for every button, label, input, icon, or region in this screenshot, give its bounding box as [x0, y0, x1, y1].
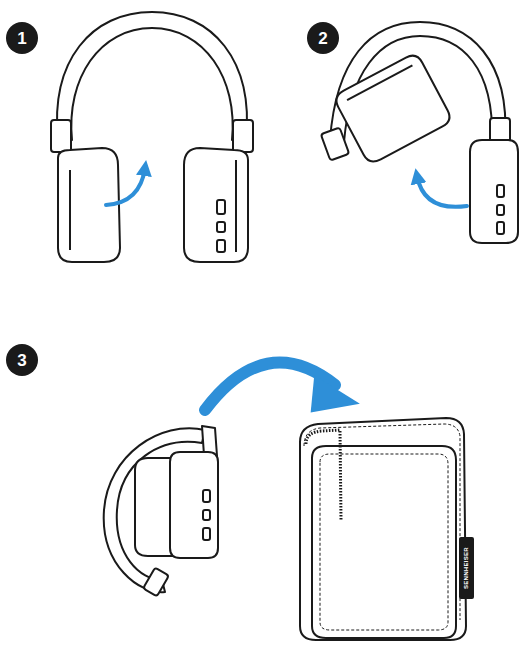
step-number-badge: 2 — [307, 22, 339, 54]
step-number: 2 — [318, 30, 327, 47]
step-number: 3 — [17, 352, 26, 369]
brand-tag-text: SENNHEISER — [463, 547, 469, 589]
step-number-badge: 3 — [6, 344, 38, 376]
step-number: 1 — [17, 30, 26, 47]
step-number-badge: 1 — [6, 22, 38, 54]
